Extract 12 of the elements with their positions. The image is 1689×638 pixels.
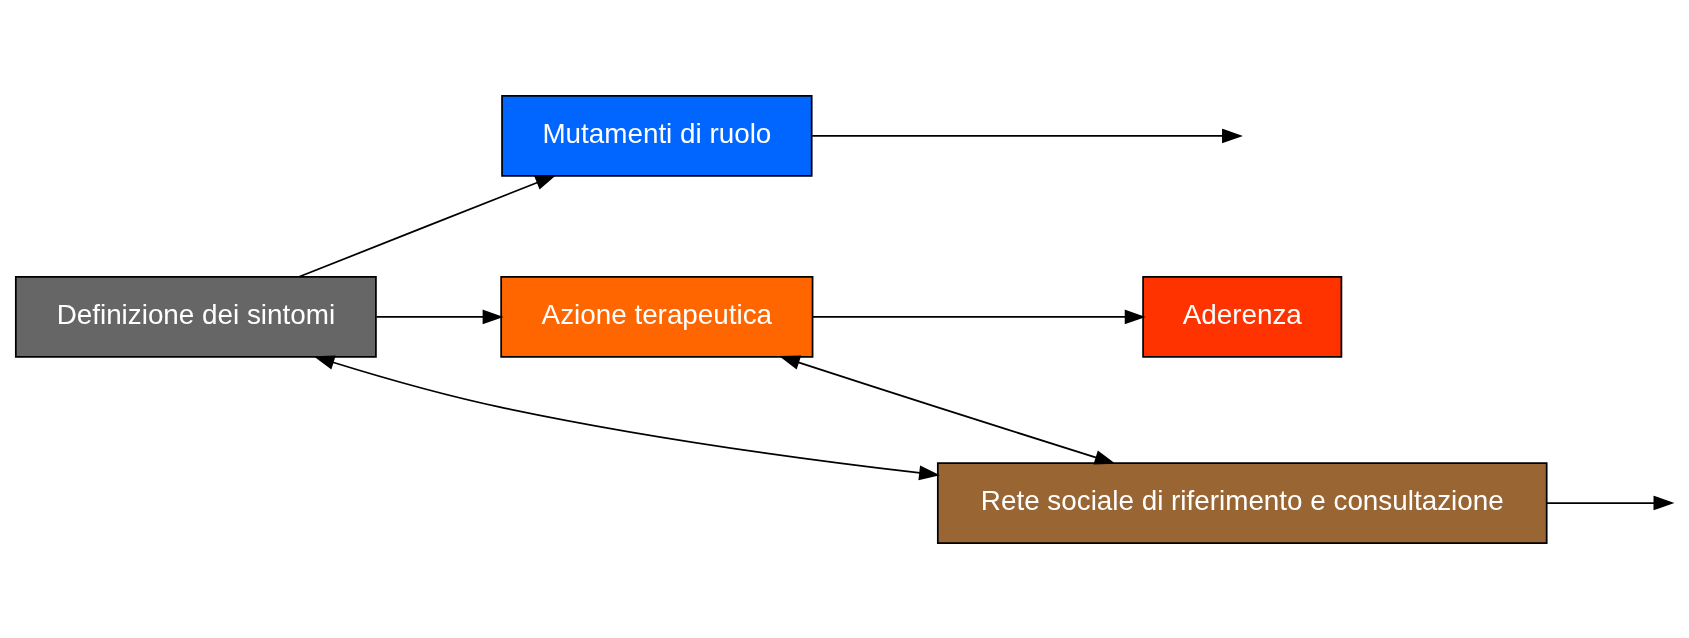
arrow <box>812 309 1146 324</box>
node-box: Aderenza <box>1142 275 1343 358</box>
node-box: Rete sociale di riferimento e consultazione <box>936 461 1548 544</box>
arrow <box>375 309 504 324</box>
arrow <box>313 355 940 480</box>
arrow <box>811 128 1243 143</box>
arrow <box>1546 495 1675 510</box>
arrow <box>779 355 1116 464</box>
node-box: Mutamenti di ruolo <box>501 94 813 177</box>
arrow <box>298 174 557 278</box>
node-box: Definizione dei sintomi <box>14 275 377 358</box>
node-box: Azione terapeutica <box>500 275 814 358</box>
